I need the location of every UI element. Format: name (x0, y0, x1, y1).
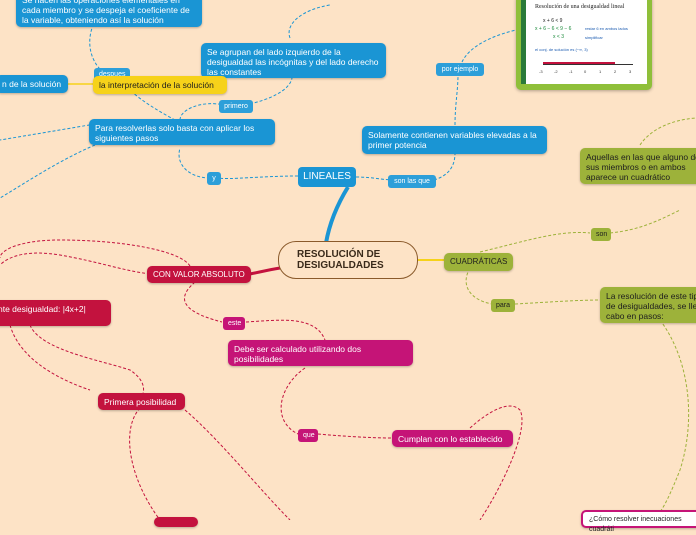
node-primera-posibilidad[interactable]: Primera posibilidad (98, 393, 185, 410)
tag-primero[interactable]: primero (219, 100, 253, 113)
axis-tick-label: -1 (569, 69, 573, 74)
axis-tick-label: -3 (539, 69, 543, 74)
node-partial-bottom[interactable] (154, 517, 198, 527)
node-resolucion-de-este[interactable]: La resolución de este tipo de desigualda… (600, 287, 696, 323)
node-operaciones[interactable]: Se hacen las operaciones elementales en … (16, 0, 202, 27)
tag-para[interactable]: para (491, 299, 515, 312)
example-number-line (543, 64, 633, 65)
central-topic-line1: RESOLUCIÓN DE (297, 249, 381, 260)
central-topic-line2: DESIGUALDADES (297, 260, 384, 271)
example-image-title: Resolución de una desigualdad lineal (535, 4, 625, 10)
axis-tick-label: 1 (599, 69, 602, 74)
central-topic[interactable]: RESOLUCIÓN DE DESIGUALDADES (278, 241, 418, 279)
axis-tick-label: 2 (614, 69, 617, 74)
example-image-card: Resolución de una desigualdad lineal x +… (516, 0, 652, 90)
node-debe-ser[interactable]: Debe ser calculado utilizando dos posibi… (228, 340, 413, 366)
tag-son[interactable]: son (591, 228, 611, 241)
example-eq3: x < 3 (553, 34, 564, 40)
tag-que[interactable]: que (298, 429, 318, 442)
node-siguiente-desigualdad[interactable]: nte desigualdad: |4x+2| (0, 300, 111, 326)
example-note2: simplificar (585, 35, 603, 40)
node-cumplan[interactable]: Cumplan con lo establecido (392, 430, 513, 447)
example-note1: restar 6 en ambos lados (585, 26, 628, 31)
example-eq2: x + 6 − 6 < 9 − 6 (535, 26, 572, 32)
node-cuadraticas[interactable]: CUADRÁTICAS (444, 253, 513, 271)
node-lineales[interactable]: LINEALES (298, 167, 356, 187)
example-eq1: x + 6 < 9 (543, 18, 563, 24)
axis-tick-label: 0 (584, 69, 587, 74)
node-agrupan[interactable]: Se agrupan del lado izquierdo de la desi… (201, 43, 386, 78)
node-solucion-left[interactable]: n de la solución (0, 75, 68, 93)
node-como-resolver[interactable]: ¿Cómo resolver inecuaciones cuadráti (581, 510, 696, 533)
example-solution: el conj. de solución es (−∞, 3) (535, 47, 588, 52)
node-resolverlas[interactable]: Para resolverlas solo basta con aplicar … (89, 119, 275, 145)
node-aquellas[interactable]: Aquellas en las que alguno de sus miembr… (580, 148, 696, 184)
axis-tick-label: 3 (629, 69, 632, 74)
node-variables[interactable]: Solamente contienen variables elevadas a… (362, 126, 547, 154)
tag-son-las-que[interactable]: son las que (388, 175, 436, 188)
example-image: Resolución de una desigualdad lineal x +… (521, 0, 647, 84)
example-solution-ray (543, 62, 615, 64)
tag-por-ejemplo[interactable]: por ejemplo (436, 63, 484, 76)
node-valor-absoluto[interactable]: CON VALOR ABSOLUTO (147, 266, 251, 283)
tag-y[interactable]: y (207, 172, 221, 185)
node-interpretacion[interactable]: la interpretación de la solución (93, 76, 227, 94)
axis-tick-label: -2 (554, 69, 558, 74)
tag-este[interactable]: este (223, 317, 245, 330)
